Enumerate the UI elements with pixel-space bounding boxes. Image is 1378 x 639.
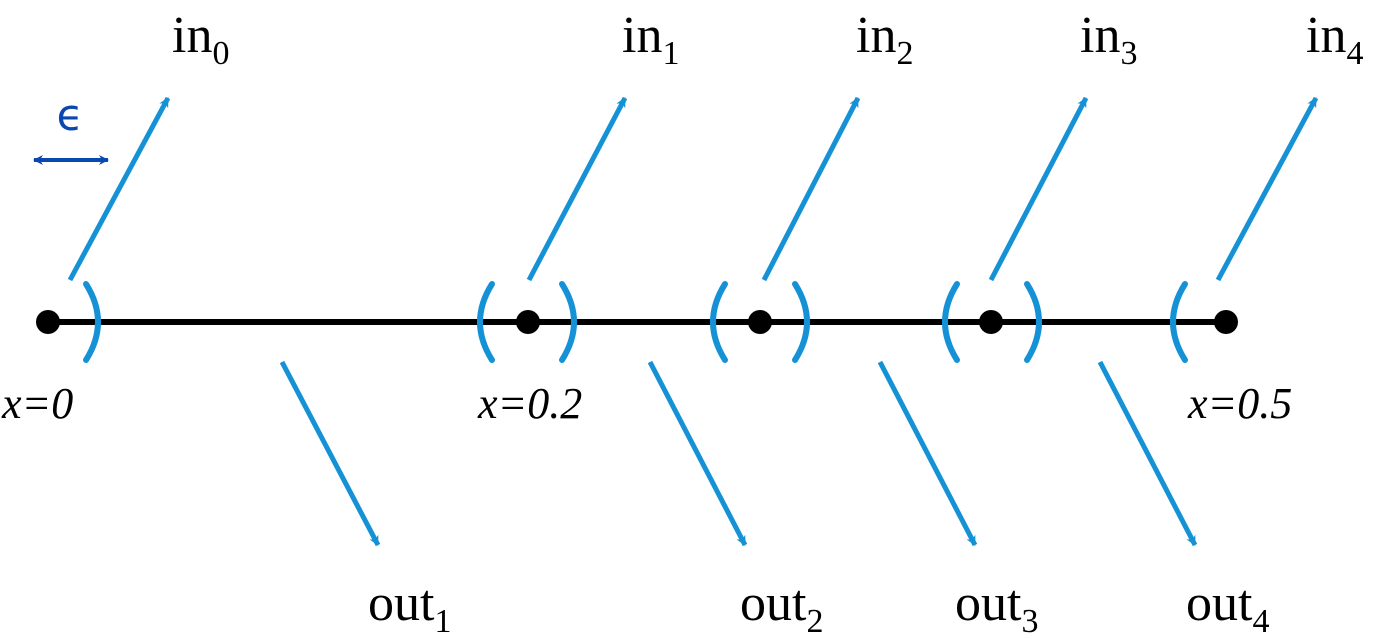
in-label-0: in0 (172, 7, 229, 72)
bracket-left-2 (710, 281, 728, 363)
out-label-2: out2 (740, 575, 823, 639)
out-arrow-2 (647, 360, 748, 547)
in-arrow-3 (988, 96, 1089, 282)
in-label-3: in3 (1080, 7, 1137, 72)
node-dot-3 (979, 310, 1003, 334)
in-arrow-1 (526, 96, 628, 282)
coord-label-2: x=0.5 (1187, 379, 1292, 428)
in-label-1: in1 (622, 7, 679, 72)
epsilon-label: ϵ (56, 90, 83, 141)
bracket-right-3 (1024, 281, 1042, 363)
node-dot-2 (748, 310, 772, 334)
coord-label-0: x=0 (1, 379, 73, 428)
bracket-left-3 (942, 281, 960, 363)
bracket-left-4 (1170, 281, 1188, 363)
in-arrow-4 (1215, 96, 1319, 282)
in-arrow-0 (67, 96, 171, 282)
node-dot-1 (516, 310, 540, 334)
bracket-right-1 (559, 281, 577, 363)
bracket-left-1 (477, 281, 495, 363)
node-dot-4 (1214, 310, 1238, 334)
out-arrow-3 (877, 360, 978, 547)
out-label-3: out3 (955, 575, 1038, 639)
out-label-1: out1 (368, 575, 451, 639)
out-arrow-4 (1097, 360, 1198, 547)
in-label-2: in2 (856, 7, 913, 72)
in-label-4: in4 (1306, 7, 1363, 72)
node-dot-0 (36, 310, 60, 334)
bracket-right-2 (792, 281, 810, 363)
out-label-4: out4 (1186, 575, 1269, 639)
in-arrow-2 (761, 96, 861, 282)
out-arrow-1 (279, 360, 381, 547)
bracket-right-0 (83, 281, 101, 363)
coord-label-1: x=0.2 (477, 379, 582, 428)
